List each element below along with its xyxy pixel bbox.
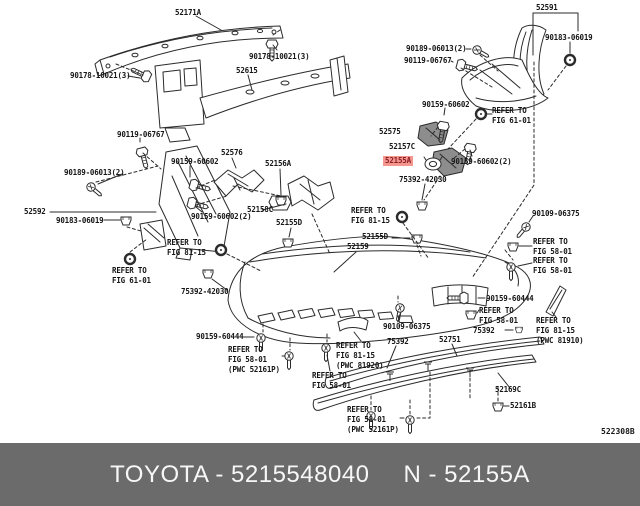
label-52159: 52159 — [347, 242, 369, 251]
part-52169c-lower-moulding — [312, 354, 537, 411]
label-52575: 52575 — [379, 127, 401, 136]
bolt-icon — [134, 145, 153, 171]
bolt-icon — [127, 63, 154, 84]
part-52576-bracket — [213, 169, 265, 197]
grommet-icon — [474, 107, 488, 121]
part-moulding-pwc81920 — [337, 316, 369, 332]
screw-icon — [321, 343, 331, 362]
part-52158c-bracket — [287, 175, 335, 211]
label-refer-fig81-pwc81920: REFER TO FIG 81-15 (PWC 81920) — [336, 341, 384, 371]
label-52169c: 52169C — [495, 385, 521, 394]
label-52615: 52615 — [236, 66, 258, 75]
part-52615-reinforcement-sub-assy — [154, 55, 351, 143]
label-refer-fig61-l: REFER TO FIG 61-01 — [112, 266, 151, 286]
clip-icon — [202, 269, 214, 279]
label-90159-60602-2-m: 90159-60602(2) — [451, 157, 512, 166]
label-90183-06019-l: 90183-06019 — [56, 216, 104, 225]
part-52591-seal-flap — [461, 24, 549, 112]
banner-brand-part-number: TOYOTA - 5215548040 — [110, 460, 370, 488]
part-52171a-reinforcement-bar — [94, 25, 284, 77]
part-52751-lower-moulding — [324, 336, 545, 389]
screw-icon — [513, 220, 533, 241]
diagram-canvas — [49, 12, 579, 434]
clip-icon — [492, 402, 504, 412]
label-52161b: 52161B — [510, 401, 536, 410]
label-52591: 52591 — [536, 3, 558, 12]
label-refer-fig61-r: REFER TO FIG 61-01 — [492, 106, 531, 126]
label-90159-60602-l: 90159-60602 — [171, 157, 219, 166]
grommet-icon — [395, 210, 409, 224]
assembly-dashed-lines — [95, 29, 567, 419]
part-52159-bumper-cover — [227, 235, 531, 345]
label-52157c: 52157C — [389, 142, 415, 151]
label-52155d-1: 52155D — [276, 218, 302, 227]
label-refer-fig81-l: REFER TO FIG 81-15 — [167, 238, 206, 258]
tclip-icon — [423, 361, 433, 372]
label-refer-fig81-m: REFER TO FIG 81-15 — [351, 206, 390, 226]
part-number-banner: TOYOTA - 5215548040 N - 52155A — [0, 443, 640, 506]
label-refer-fig81-pwc81910: REFER TO FIG 81-15 (PWC 81910) — [536, 316, 584, 346]
label-90178-10021-r: 90178-10021(3) — [249, 52, 310, 61]
label-75392-42030-d: 75392-42030 — [181, 287, 229, 296]
label-90159-60602-r: 90159-60602 — [422, 100, 470, 109]
label-52158c: 52158C — [247, 205, 273, 214]
part-moulding-pwc81910 — [545, 285, 567, 317]
label-90159-60602-2-l: 90159-60602(2) — [191, 212, 252, 221]
label-75392-m: 75392 — [387, 337, 409, 346]
screw-icon — [405, 415, 415, 434]
clip-icon — [507, 242, 519, 252]
screw-icon — [84, 180, 105, 200]
label-90159-60444-r: 90159-60444 — [486, 294, 534, 303]
clip-icon — [282, 238, 294, 248]
label-90183-06019-r: 90183-06019 — [545, 33, 593, 42]
clip-icon — [515, 326, 523, 334]
label-90109-06375-m: 90109-06375 — [383, 322, 431, 331]
banner-reference-part-number: N - 52155A — [403, 460, 530, 488]
label-refer-fig58-r2: REFER TO FIG 58-01 — [533, 256, 572, 276]
label-refer-fig58-pwc52161p-l: REFER TO FIG 58-01 (PWC 52161P) — [228, 345, 280, 375]
label-52171a: 52171A — [175, 8, 201, 17]
screw-icon — [470, 43, 492, 61]
label-52155d-2: 52155D — [362, 232, 388, 241]
label-90109-06375-r: 90109-06375 — [532, 209, 580, 218]
screw-icon — [284, 351, 294, 370]
label-75392-r: 75392 — [473, 326, 495, 335]
label-52155a-highlighted[interactable]: 52155A — [383, 156, 413, 167]
label-90119-06767-l: 90119-06767 — [117, 130, 165, 139]
label-75392-42030-u: 75392-42030 — [399, 175, 447, 184]
label-90189-06013-r: 90189-06013(2) — [406, 44, 467, 53]
label-52751: 52751 — [439, 335, 461, 344]
label-90178-10021-l: 90178-10021(3) — [70, 71, 131, 80]
label-refer-fig58-pwc52161p-m: REFER TO FIG 58-01 (PWC 52161P) — [347, 405, 399, 435]
clip-icon — [465, 310, 477, 320]
label-refer-fig58-m: REFER TO FIG 58-01 — [312, 371, 351, 391]
label-90119-06767-r: 90119-06767 — [404, 56, 452, 65]
clip-icon — [275, 196, 287, 206]
label-52576: 52576 — [221, 148, 243, 157]
label-refer-fig58-r1: REFER TO FIG 58-01 — [533, 237, 572, 257]
part-52155a-clip — [423, 156, 443, 171]
grommet-icon — [214, 243, 228, 257]
diagram-code: 522308B — [601, 427, 635, 436]
label-52592: 52592 — [24, 207, 46, 216]
label-52156a: 52156A — [265, 159, 291, 168]
label-90159-60444-l: 90159-60444 — [196, 332, 244, 341]
clip-icon — [120, 216, 132, 226]
grommet-icon — [123, 252, 137, 266]
label-90189-06013-l: 90189-06013(2) — [64, 168, 125, 177]
exploded-parts-diagram: 52171A 90178-10021(3) 90178-10021(3) 526… — [24, 3, 635, 436]
grommet-icon — [563, 53, 577, 67]
leader-lines — [49, 12, 579, 419]
label-refer-fig58-r3: REFER TO FIG 58-01 — [479, 306, 518, 326]
clip-icon — [416, 201, 428, 211]
